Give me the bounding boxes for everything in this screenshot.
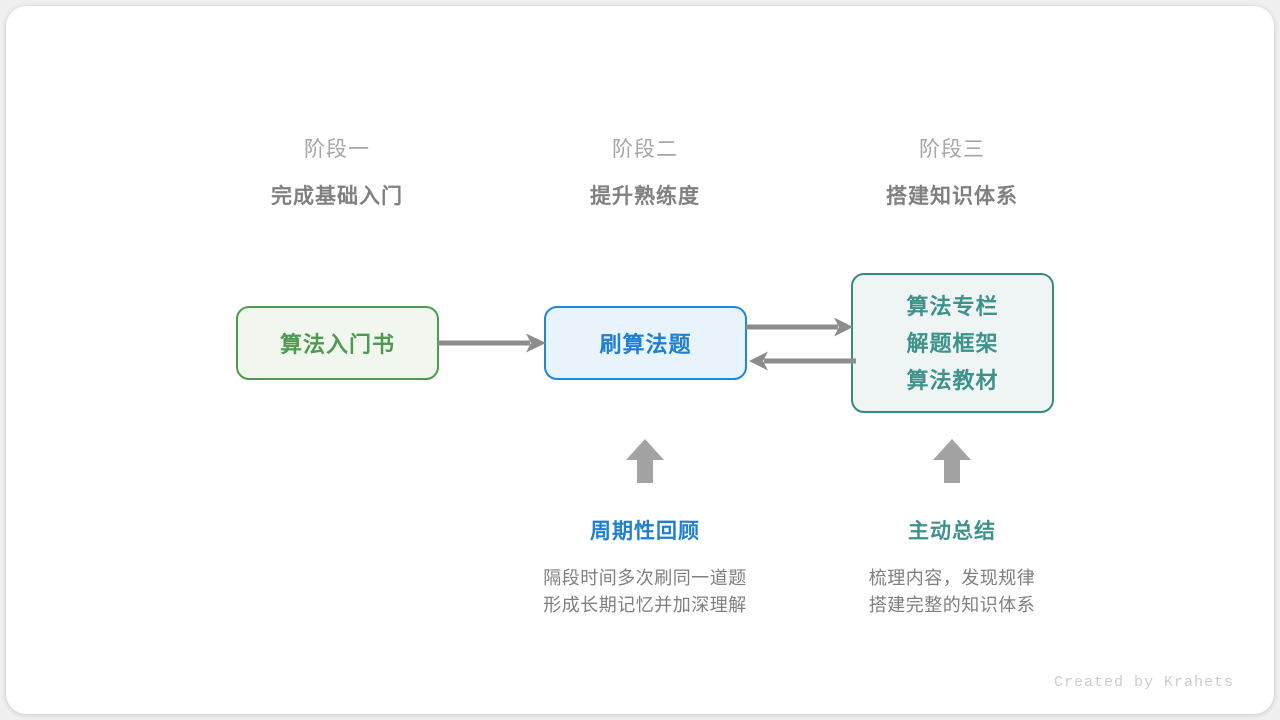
node-algorithm-intro-book[interactable]: 算法入门书 (236, 306, 439, 380)
connector-practice-to-resources (746, 317, 853, 337)
stage-2-sub-label: 阶段二 (612, 138, 678, 161)
stage-2-main-label: 提升熟练度 (590, 185, 700, 208)
annotation-review-desc-line-1: 隔段时间多次刷同一道题 (543, 568, 747, 588)
node-resources-line-2: 解题框架 (906, 330, 999, 356)
node-practice-problems[interactable]: 刷算法题 (544, 306, 747, 380)
arrow-left-head-icon (749, 351, 768, 371)
annotation-periodic-review: 周期性回顾 隔段时间多次刷同一道题 形成长期记忆并加深理解 (495, 439, 795, 619)
connector-resources-to-practice (749, 351, 856, 371)
stage-header-2: 阶段二 提升熟练度 (515, 135, 775, 212)
stage-1-main-label: 完成基础入门 (271, 185, 403, 208)
annotation-review-title: 周期性回顾 (590, 520, 700, 543)
node-practice-label: 刷算法题 (599, 332, 692, 357)
annotation-summary-desc-line-1: 梳理内容，发现规律 (868, 568, 1036, 588)
stage-1-sub-label: 阶段一 (304, 138, 370, 161)
arrow-up-icon (626, 439, 664, 483)
annotation-summary-desc: 梳理内容，发现规律 搭建完整的知识体系 (802, 565, 1102, 619)
annotation-summary-desc-line-2: 搭建完整的知识体系 (868, 595, 1036, 615)
node-resources-line-3: 算法教材 (906, 367, 999, 393)
connector-book-to-practice (438, 333, 546, 353)
node-book-label: 算法入门书 (279, 332, 395, 357)
footer-credit: Created by Krahets (1053, 674, 1234, 691)
stage-3-main-label: 搭建知识体系 (886, 185, 1018, 208)
arrow-right-head-icon (526, 333, 546, 353)
stage-header-1: 阶段一 完成基础入门 (207, 135, 467, 212)
annotation-summary-title: 主动总结 (908, 520, 996, 543)
stage-3-sub-label: 阶段三 (919, 138, 985, 161)
stage-header-3: 阶段三 搭建知识体系 (822, 135, 1082, 212)
node-resources-line-1: 算法专栏 (906, 293, 999, 319)
annotation-active-summary: 主动总结 梳理内容，发现规律 搭建完整的知识体系 (802, 439, 1102, 619)
annotation-review-desc-line-2: 形成长期记忆并加深理解 (543, 595, 747, 615)
arrow-right-head-icon (834, 317, 853, 337)
diagram-card: 阶段一 完成基础入门 阶段二 提升熟练度 阶段三 搭建知识体系 算法入门书 刷算… (6, 6, 1274, 714)
arrow-up-icon (933, 439, 971, 483)
node-learning-resources[interactable]: 算法专栏 解题框架 算法教材 (851, 273, 1054, 413)
annotation-review-desc: 隔段时间多次刷同一道题 形成长期记忆并加深理解 (495, 565, 795, 619)
